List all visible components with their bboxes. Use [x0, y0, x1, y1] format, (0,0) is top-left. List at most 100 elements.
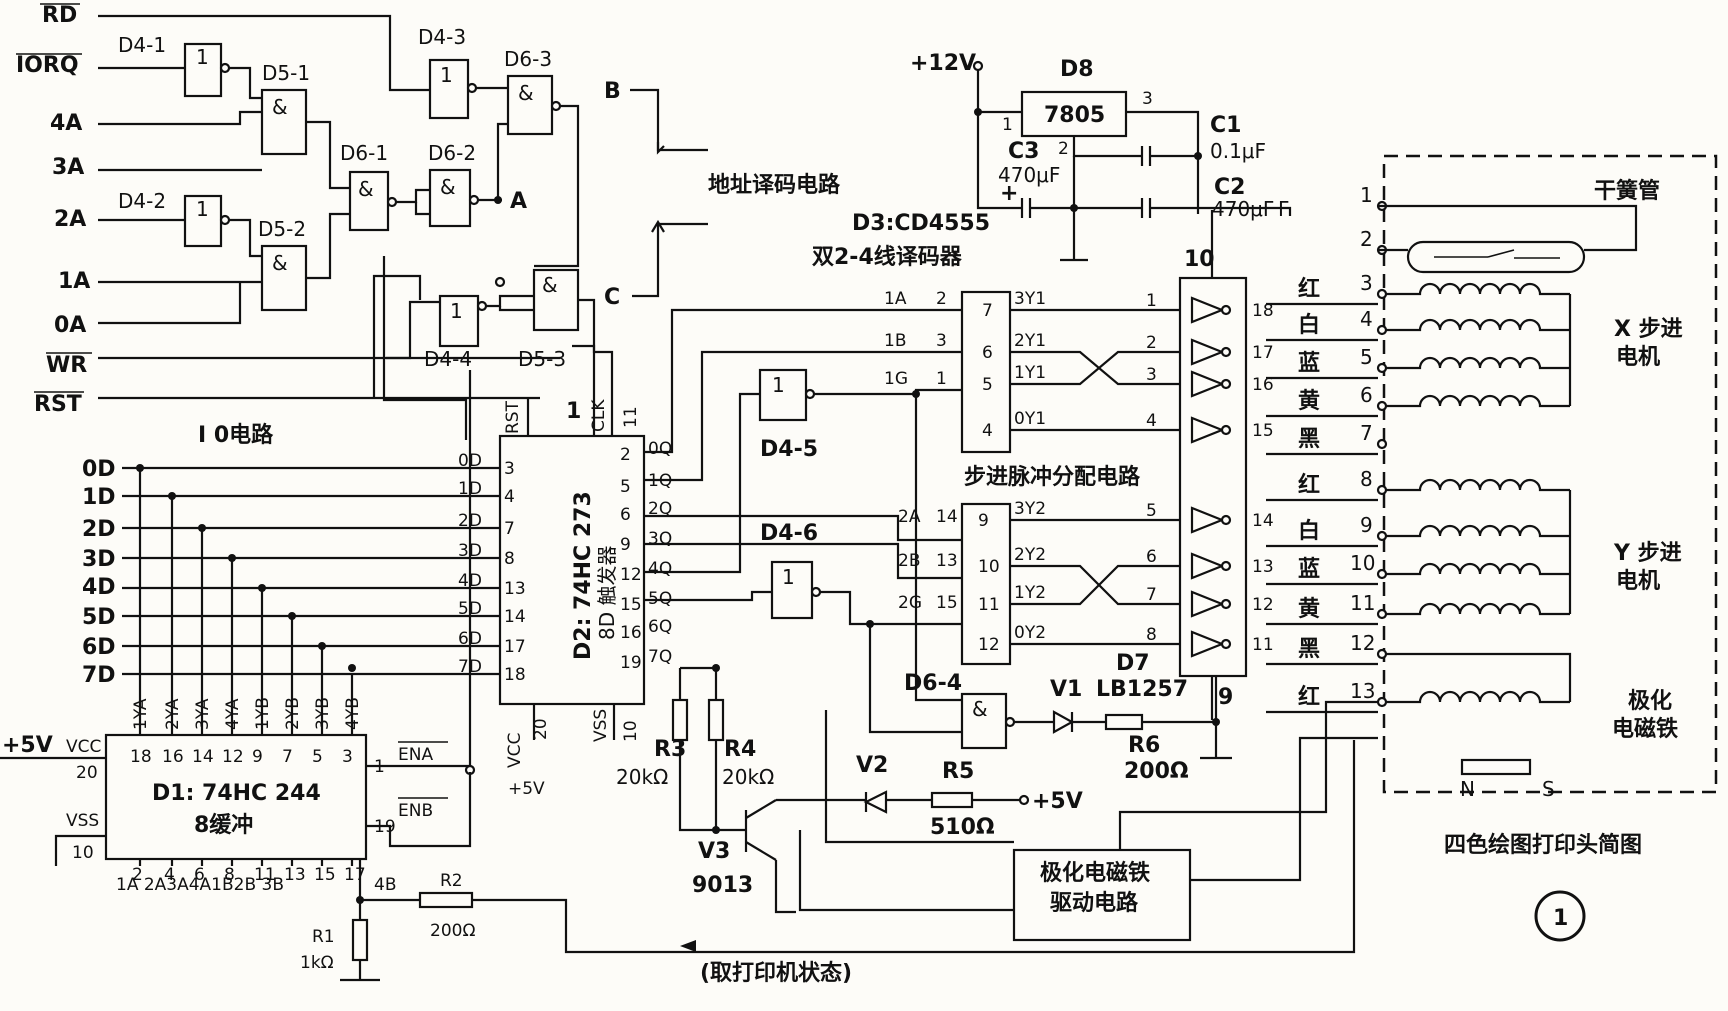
d7-out-pin: 12 — [1252, 595, 1274, 615]
d6-1-symbol: & — [358, 177, 374, 201]
wire-color-label: 红 — [1298, 472, 1320, 498]
d3-out-pin: 7 — [982, 301, 993, 321]
d3-out-pin: 12 — [978, 635, 1000, 655]
reed-switch — [1406, 240, 1586, 274]
d7-pin9: 9 — [1218, 685, 1233, 710]
d6-1-label: D6-1 — [340, 141, 388, 165]
d3-out-pin: 6 — [982, 343, 993, 363]
head-terminal-number: 9 — [1360, 513, 1373, 537]
head-title: 四色绘图打印头简图 — [1444, 832, 1642, 858]
d1-pin-number: 12 — [222, 747, 244, 767]
d4-4-gate — [438, 294, 480, 348]
head-terminal-number: 7 — [1360, 421, 1373, 445]
d2-in-pin: 17 — [504, 637, 526, 657]
d4-1-symbol: 1 — [196, 45, 209, 69]
d7-buffer — [1190, 590, 1225, 618]
d4-6-symbol: 1 — [782, 565, 795, 589]
head-terminal-number: 13 — [1350, 679, 1375, 703]
v1-label: V1 — [1050, 677, 1082, 702]
vin-label: +12V — [910, 51, 976, 76]
d4-1-label: D4-1 — [118, 33, 166, 57]
d2-out-label: 7Q — [648, 647, 672, 667]
d6-4-gate — [960, 692, 1008, 750]
magnet-driver-box — [1012, 848, 1192, 942]
d1-vss-pin: 10 — [72, 843, 94, 863]
d7-out-pin: 15 — [1252, 421, 1274, 441]
d3-in-label: 2A — [898, 507, 921, 527]
r1-value: 1kΩ — [300, 953, 334, 973]
d7-buffer-bubble — [1220, 638, 1232, 650]
r3-label: R3 — [654, 737, 686, 762]
d2-vss-label: VSS — [591, 709, 611, 742]
d3-in-pin: 2 — [936, 289, 947, 309]
d7-buffer-bubble — [1220, 378, 1232, 390]
a0-label: 0A — [54, 313, 86, 338]
d7-buffer — [1190, 506, 1225, 534]
d7-name: D7 — [1116, 651, 1150, 676]
head-terminal-number: 5 — [1360, 345, 1373, 369]
head-terminal-number: 12 — [1350, 631, 1375, 655]
wire-color-label: 黄 — [1298, 389, 1320, 414]
d5-3-in-bubble — [494, 276, 506, 288]
d1-pin-name: 4YB — [343, 697, 363, 730]
r5-label: R5 — [942, 759, 974, 784]
input-bus: RD IORQ 4A 3A 2A 1A 0A WR RST — [16, 3, 560, 417]
head-terminal — [1376, 438, 1388, 450]
driver-line1: 极化电磁铁 — [1040, 860, 1150, 886]
d3-out-label: 0Y1 — [1014, 409, 1046, 429]
r6-label: R6 — [1128, 733, 1160, 758]
wire-color-label: 白 — [1298, 518, 1320, 544]
d6-3-symbol: & — [518, 81, 534, 105]
r3-value: 20kΩ — [616, 765, 668, 789]
d7-buffer — [1190, 552, 1225, 580]
d5-3-symbol: & — [542, 273, 558, 297]
figure-number: 1 — [1553, 906, 1568, 931]
d6-2-label: D6-2 — [428, 141, 476, 165]
reed-label: 干簧管 — [1594, 178, 1660, 204]
d1-4b-label: 4B — [374, 875, 396, 895]
d4-5-label: D4-5 — [760, 437, 818, 462]
r4-label: R4 — [724, 737, 756, 762]
d2-in-label: 3D — [458, 541, 482, 561]
d3-lower — [960, 502, 1012, 666]
motor-coil — [1386, 318, 1570, 332]
d7-chip — [1178, 276, 1248, 678]
d7-in-pin: 1 — [1146, 291, 1157, 311]
d6-4-label: D6-4 — [904, 671, 962, 696]
d1-label: 1D — [82, 485, 116, 510]
d2-in-pin: 8 — [504, 549, 515, 569]
d7-part: LB1257 — [1096, 677, 1188, 702]
head-terminal — [1376, 324, 1388, 336]
r2-label: R2 — [440, 871, 463, 891]
d1-bottom-labels: 1A 2A3A4A1B2B 3B — [116, 875, 284, 895]
d7-out-pin: 14 — [1252, 511, 1274, 531]
d4-4-bubble — [476, 300, 488, 312]
printer-state-sense: R3 20kΩ R4 20kΩ V3 9013 V2 R5 510Ω +5V — [616, 664, 1083, 914]
head-terminal-number: 10 — [1350, 551, 1375, 575]
d1-pin-number: 13 — [284, 865, 306, 885]
d2-out-pin: 16 — [620, 623, 642, 643]
d3-out-pin: 11 — [978, 595, 1000, 615]
d2-in-label: 5D — [458, 599, 482, 619]
d4-4-symbol: 1 — [450, 299, 463, 323]
d2-out-pin: 9 — [620, 535, 631, 555]
d2-out-pin: 2 — [620, 445, 631, 465]
c3-value: 470μF — [998, 163, 1060, 187]
d7-out-pin: 16 — [1252, 375, 1274, 395]
a4-label: 4A — [50, 111, 82, 136]
head-terminal — [1376, 696, 1388, 708]
d8-pin3: 3 — [1142, 89, 1153, 109]
printer-state-label: (取打印机状态) — [700, 960, 852, 986]
d1-ena-label: ENA — [398, 745, 433, 765]
d6-3-bubble — [550, 100, 562, 112]
d3-upper — [960, 290, 1012, 454]
r3-resistor — [671, 698, 689, 742]
motor-coil — [1386, 562, 1570, 576]
d4-6-label: D4-6 — [760, 521, 818, 546]
d2-in-pin: 3 — [504, 459, 515, 479]
rst-label: RST — [34, 392, 82, 417]
d7-buffer-bubble — [1220, 560, 1232, 572]
d4-3-bubble — [466, 82, 478, 94]
